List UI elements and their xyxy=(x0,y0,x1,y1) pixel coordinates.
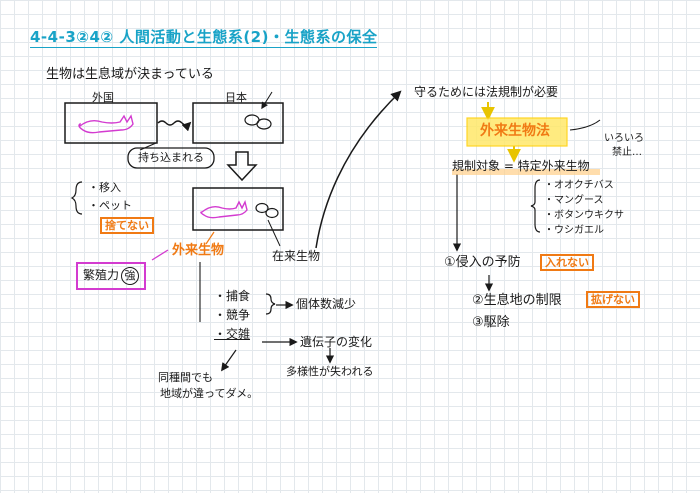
various-prohibited-line1: いろいろ xyxy=(604,133,644,144)
step-habitat-restriction-tag: 拡げない xyxy=(586,291,640,308)
foreign-label: 外国 xyxy=(92,91,114,104)
step-extermination: ③駆除 xyxy=(472,315,510,330)
protect-heading: 守るためには法規制が必要 xyxy=(414,86,558,98)
species-largemouth-bass: ・オオクチバス xyxy=(544,180,614,191)
foreign-box xyxy=(64,102,158,144)
cause-pet: ・ペット xyxy=(88,199,132,212)
invasive-species-act: 外来生物法 xyxy=(480,123,550,139)
strong-mark: 強 xyxy=(121,267,140,285)
cause-transfer: ・移入 xyxy=(88,181,121,194)
species-water-lettuce: ・ボタンウキクサ xyxy=(544,210,624,221)
native-species-label: 在来生物 xyxy=(272,249,321,263)
japan-label: 日本 xyxy=(225,91,247,104)
do-not-release-tag: 捨てない xyxy=(100,217,154,234)
protect-heading-text: 守るためには法規制が必要 xyxy=(414,85,559,99)
effect-predation: ・捕食 xyxy=(214,289,251,303)
fecundity-box: 繁殖力強 xyxy=(76,262,147,290)
invaded-box xyxy=(192,187,284,231)
step-prevention: ①侵入の予防 xyxy=(444,255,521,270)
same-species-note-line2: 地域が違ってダメ。 xyxy=(160,387,259,400)
habitat-heading: 生物は生息域が決まっている xyxy=(46,67,214,82)
population-decrease: 個体数減少 xyxy=(296,297,357,311)
effect-hybridization: ・交雑 xyxy=(214,327,251,341)
diversity-lost: 多様性が失われる xyxy=(286,365,374,378)
species-mongoose: ・マングース xyxy=(544,195,604,206)
step-habitat-restriction: ②生息地の制限 xyxy=(472,293,562,308)
same-species-note-line1: 同種間でも xyxy=(158,371,213,384)
fecundity-label: 繁殖力 xyxy=(83,268,120,282)
brought-in-label: 持ち込まれる xyxy=(138,151,204,164)
various-prohibited-line2: 禁止… xyxy=(612,147,642,158)
gene-change: 遺伝子の変化 xyxy=(300,335,373,349)
invasive-species-label: 外来生物 xyxy=(172,243,225,258)
regulated-target: 規制対象 = 特定外来生物 xyxy=(452,159,590,173)
effect-competition: ・競争 xyxy=(214,308,251,322)
page-title: 4-4-3②4② 人間活動と生態系(2)・生態系の保全 xyxy=(30,28,378,48)
step-prevention-tag: 入れない xyxy=(540,254,594,271)
species-bullfrog: ・ウシガエル xyxy=(544,225,604,236)
japan-box xyxy=(192,102,284,144)
